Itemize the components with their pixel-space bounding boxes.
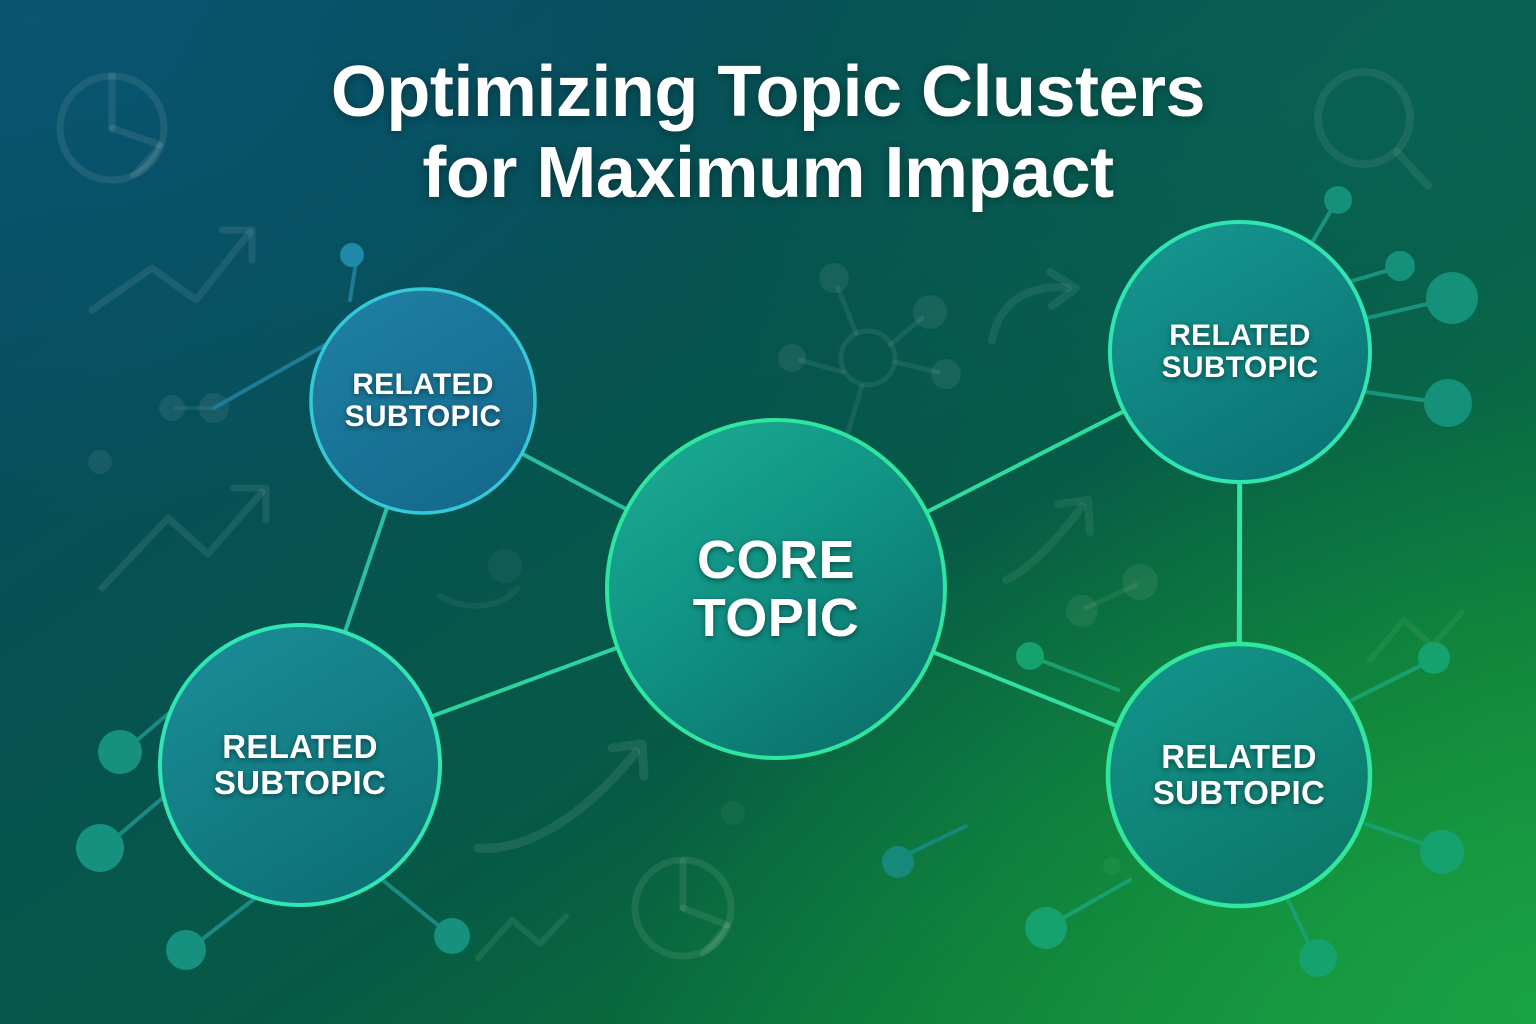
subtopic-node-bottom-right[interactable] xyxy=(1108,644,1370,906)
subtopic-circle-bottom-left xyxy=(158,623,442,907)
magnifier-icon xyxy=(1314,68,1432,190)
curved-arrow-icon xyxy=(473,739,649,853)
network-cluster-icon xyxy=(778,263,961,389)
trending-up-arrow-icon xyxy=(98,484,270,592)
accent-node xyxy=(340,243,364,267)
accent-node xyxy=(1324,186,1478,427)
pie-chart-icon xyxy=(56,72,168,184)
node-pair-icon xyxy=(1066,564,1158,627)
core-topic-circle xyxy=(605,418,947,760)
title-line-2: for Maximum Impact xyxy=(422,132,1114,213)
page-title: Optimizing Topic Clusters for Maximum Im… xyxy=(0,52,1536,213)
zigzag-line-icon xyxy=(1367,609,1465,663)
network-cluster-icon xyxy=(797,285,941,435)
node-pair-icon xyxy=(1083,582,1139,611)
subtopic-node-top-right[interactable] xyxy=(1110,222,1370,482)
trending-up-arrow-icon xyxy=(88,226,256,314)
title-line-1: Optimizing Topic Clusters xyxy=(330,52,1206,132)
accent-nodes xyxy=(76,186,1478,977)
curved-arrow-icon xyxy=(988,268,1080,344)
zigzag-line-icon xyxy=(475,913,569,961)
accent-node xyxy=(1016,642,1464,977)
pie-chart-icon xyxy=(631,856,735,960)
core-topic-node[interactable] xyxy=(607,420,945,758)
subtopic-circles xyxy=(158,220,1373,909)
curved-arrow-icon xyxy=(1002,496,1094,584)
arc-icon xyxy=(437,585,521,609)
accent-node xyxy=(76,730,470,970)
subtopic-circle-top-right xyxy=(1108,220,1372,484)
decorative-dot xyxy=(488,549,1121,875)
subtopic-circle-top-left xyxy=(309,287,537,515)
subtopic-node-bottom-left[interactable] xyxy=(160,625,440,905)
accent-node xyxy=(882,846,914,878)
subtopic-node-top-left[interactable] xyxy=(311,289,535,513)
subtopic-circle-bottom-right xyxy=(1105,641,1373,909)
